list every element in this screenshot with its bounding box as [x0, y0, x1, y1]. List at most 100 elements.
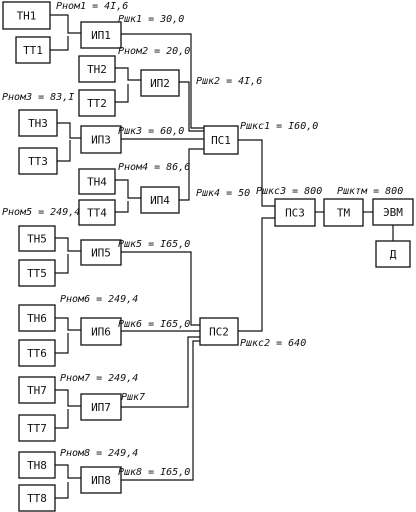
- ip2-label: ИП2: [150, 77, 170, 90]
- tt8-box: [18, 484, 56, 512]
- wire-ip5-ps2: [121, 251, 200, 326]
- tt6-label: ТТ6: [27, 347, 47, 360]
- wire-ip8-ps2: [121, 340, 200, 481]
- wire-tt8-ip8: [55, 482, 69, 499]
- d-label: Д: [390, 248, 397, 261]
- ip8-box: [80, 466, 122, 494]
- tt4-box: [78, 199, 116, 226]
- tn3-label: ТН3: [28, 117, 48, 130]
- wire-tn7-ip7: [55, 389, 81, 407]
- p-shk4-label: Pшк4 = 50: [196, 188, 250, 199]
- ps3-label: ПС3: [285, 207, 305, 220]
- wire-tn1-ip1: [50, 14, 81, 34]
- tn8-label: ТН8: [27, 459, 47, 472]
- ip8-label: ИП8: [91, 474, 111, 487]
- wire-tn2-ip2: [115, 67, 141, 81]
- tm-box: [323, 198, 364, 227]
- wire-tt3-ip3: [57, 140, 71, 162]
- wire-tn3-ip3: [57, 122, 81, 139]
- ip3-label: ИП3: [91, 134, 111, 147]
- wire-ip2-ps1: [179, 81, 204, 132]
- parameter-labels: Pном1 = 4I,6 Pшк1 = 30,0 Pном2 = 20,0 Pш…: [2, 1, 403, 478]
- ip5-box: [80, 239, 122, 266]
- ps1-box: [203, 125, 239, 155]
- p-nom7-label: Pном7 = 249,4: [60, 373, 138, 384]
- wire-ps2-ps3: [238, 217, 275, 332]
- tt3-box: [18, 147, 58, 175]
- wire-tn8-ip8: [55, 464, 81, 479]
- wire-ip7-ps2: [121, 336, 200, 408]
- tn7-label: ТН7: [27, 384, 47, 397]
- tm-label: ТМ: [337, 207, 351, 220]
- tt3-label: ТТ3: [28, 155, 48, 168]
- p-shks2-label: Pшкс2 = 640: [240, 338, 306, 349]
- ip2-box: [140, 69, 180, 97]
- tt1-box: [15, 36, 51, 64]
- tn3-box: [18, 109, 58, 137]
- p-nom8-label: Pном8 = 249,4: [60, 448, 138, 459]
- ps1-label: ПС1: [211, 134, 231, 147]
- tn7-box: [18, 376, 56, 404]
- tt4-label: ТТ4: [87, 207, 107, 220]
- tn4-label: ТН4: [87, 176, 107, 189]
- p-shktm-label: Pшктм = 800: [337, 186, 403, 197]
- tn5-label: ТН5: [27, 233, 47, 246]
- ps3-box: [274, 198, 316, 227]
- ip6-label: ИП6: [91, 326, 111, 339]
- tn6-label: ТН6: [27, 312, 47, 325]
- ip4-box: [140, 186, 180, 214]
- tn2-box: [78, 55, 116, 83]
- wire-tt5-ip5: [55, 254, 69, 274]
- wire-tt1-ip1: [50, 36, 69, 51]
- tt5-label: ТТ5: [27, 267, 47, 280]
- p-nom4-label: Pном4 = 86,6: [118, 162, 190, 173]
- tt2-label: ТТ2: [87, 97, 107, 110]
- wire-tt7-ip7: [55, 409, 69, 429]
- p-shks3-label: Pшкс3 = 800: [256, 186, 322, 197]
- p-shk3-label: Pшк3 = 60,0: [118, 126, 184, 137]
- p-nom3-label: Pном3 = 83,I: [2, 92, 74, 103]
- p-shk7-label: Pшк7: [121, 392, 145, 403]
- tt8-label: ТТ8: [27, 492, 47, 505]
- wire-tn4-ip4: [115, 179, 141, 199]
- wire-tt2-ip2: [115, 84, 129, 103]
- ip4-label: ИП4: [150, 194, 170, 207]
- p-shk1-label: Pшк1 = 30,0: [118, 14, 184, 25]
- p-shk8-label: Pшк8 = I65,0: [118, 467, 190, 478]
- tn5-box: [18, 225, 56, 252]
- p-nom1-label: Pном1 = 4I,6: [56, 1, 128, 12]
- wire-tt6-ip6: [55, 333, 69, 354]
- ip1-box: [80, 21, 122, 49]
- connection-lines: [50, 14, 394, 499]
- ps2-label: ПС2: [209, 326, 229, 339]
- wire-ps1-ps3: [238, 139, 275, 207]
- wire-tn5-ip5: [55, 237, 81, 252]
- d-box: [375, 240, 411, 268]
- wire-ip1-ps1: [121, 33, 204, 129]
- tt5-box: [18, 259, 56, 287]
- p-nom2-label: Pном2 = 20,0: [118, 46, 190, 57]
- tt6-box: [18, 339, 56, 367]
- ip7-label: ИП7: [91, 401, 111, 414]
- tn1-label: ТН1: [17, 10, 37, 23]
- tn4-box: [78, 168, 116, 195]
- p-shk5-label: Pшк5 = I65,0: [118, 239, 190, 250]
- ip3-box: [80, 125, 122, 154]
- tt1-label: ТТ1: [23, 44, 43, 57]
- tn2-label: ТН2: [87, 63, 107, 76]
- wire-ip4-ps1: [179, 148, 204, 201]
- ip6-box: [80, 317, 122, 346]
- tn8-box: [18, 451, 56, 479]
- ip7-box: [80, 393, 122, 421]
- tt2-box: [78, 89, 116, 117]
- p-nom5-label: Pном5 = 249,4: [2, 207, 80, 218]
- wire-tn6-ip6: [55, 317, 81, 331]
- p-shks1-label: Pшкс1 = I60,0: [240, 121, 318, 132]
- evm-box: [372, 198, 414, 226]
- tt7-label: ТТ7: [27, 422, 47, 435]
- tn6-box: [18, 304, 56, 332]
- p-nom6-label: Pном6 = 249,4: [60, 294, 138, 305]
- ps2-box: [199, 317, 239, 346]
